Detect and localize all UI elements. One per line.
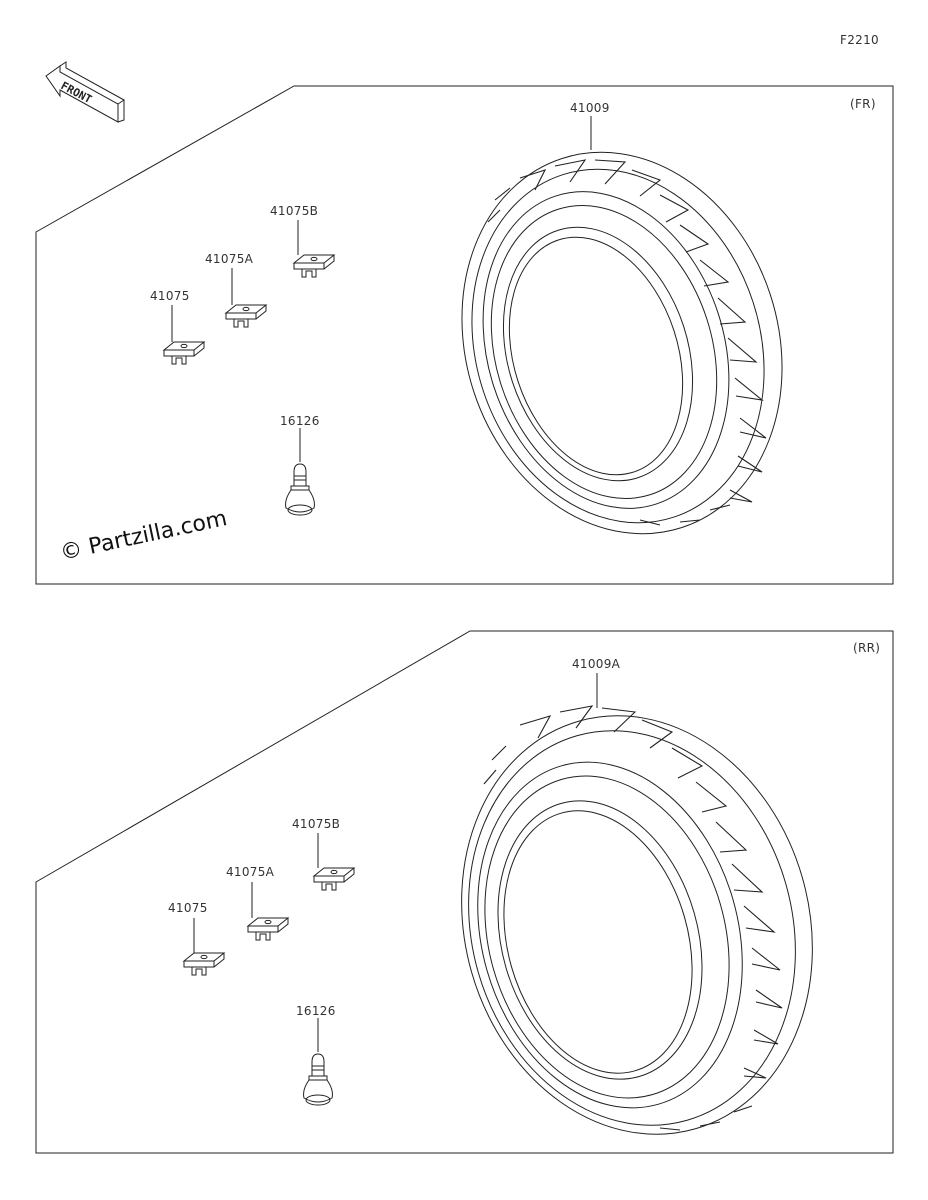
rear-weight-a-icon [247, 917, 289, 941]
front-arrow-label: FRONT [59, 79, 95, 106]
watermark: © Partzilla.com [58, 506, 229, 566]
front-weight-b-label: 41075B [270, 204, 318, 218]
rear-valve-icon [303, 1053, 333, 1106]
front-weight-label: 41075 [150, 289, 190, 303]
front-tire-label: 41009 [570, 101, 610, 115]
rear-valve-label: 16126 [296, 1004, 336, 1018]
rear-weight-b-icon [313, 867, 355, 891]
panel-front-position-tag: (FR) [850, 97, 876, 111]
front-valve-label: 16126 [280, 414, 320, 428]
diagram-code: F2210 [840, 33, 879, 47]
front-weight-a-label: 41075A [205, 252, 254, 266]
rear-weight-label: 41075 [168, 901, 208, 915]
panel-rear-position-tag: (RR) [853, 641, 880, 655]
panel-front-border [35, 85, 894, 585]
rear-weight-b-label: 41075B [292, 817, 340, 831]
rear-tire [461, 705, 813, 1135]
rear-tire-label: 41009A [572, 657, 621, 671]
rear-weight-icon [183, 952, 225, 976]
front-valve-icon [285, 463, 315, 516]
rear-weight-a-label: 41075A [226, 865, 275, 879]
panel-rear-border [35, 630, 894, 1154]
panel-front: (FR) 41009 41075B [35, 85, 894, 585]
front-arrow-icon: FRONT [45, 61, 125, 123]
front-weight-icon [163, 341, 205, 365]
front-tire [461, 151, 783, 535]
panel-rear: (RR) 41009A 41075B [35, 630, 894, 1154]
front-weight-a-icon [225, 304, 267, 328]
front-weight-b-icon [293, 254, 335, 278]
